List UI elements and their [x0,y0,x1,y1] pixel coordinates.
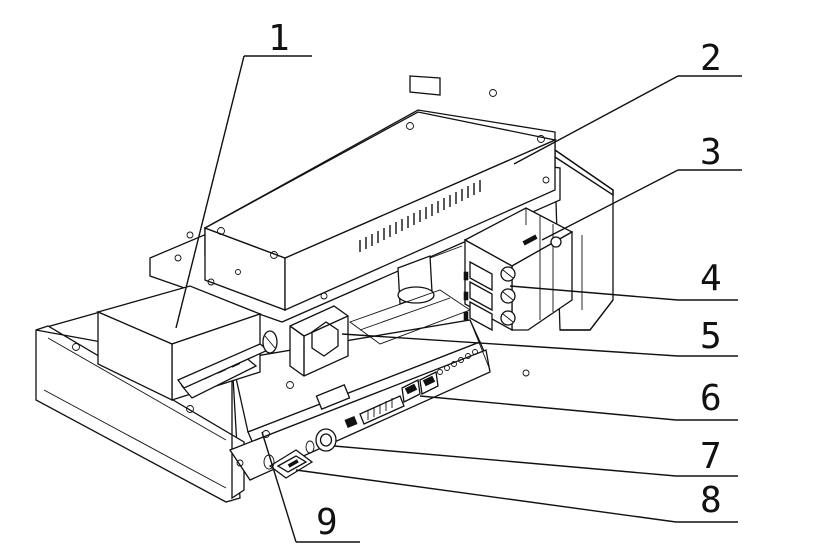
svg-text:9: 9 [316,502,338,543]
svg-text:4: 4 [700,258,722,299]
cable-gland [262,330,278,354]
top-cover-box [149,75,561,323]
led-row [437,349,478,375]
callout-4: 4 [509,258,738,301]
svg-text:8: 8 [700,480,722,521]
callout-2: 2 [513,38,742,165]
callout-1: 1 [175,18,312,329]
svg-text:3: 3 [700,132,722,173]
relay [397,245,463,305]
svg-text:5: 5 [700,316,722,357]
svg-text:2: 2 [700,38,722,79]
current-transformer [289,305,349,377]
callout-3: 3 [541,132,742,241]
callout-7: 7 [333,436,738,477]
svg-text:7: 7 [700,436,722,477]
button [315,428,337,452]
svg-text:6: 6 [700,378,722,419]
callout-8: 8 [295,469,738,523]
dip-switch-row [344,395,405,428]
callout-9: 9 [261,431,360,543]
callout-5: 5 [341,316,738,357]
callout-6: 6 [419,378,738,421]
svg-text:1: 1 [268,18,290,59]
terminal-block [463,260,516,332]
rj45-port [401,371,439,403]
vent-slots [359,180,481,252]
